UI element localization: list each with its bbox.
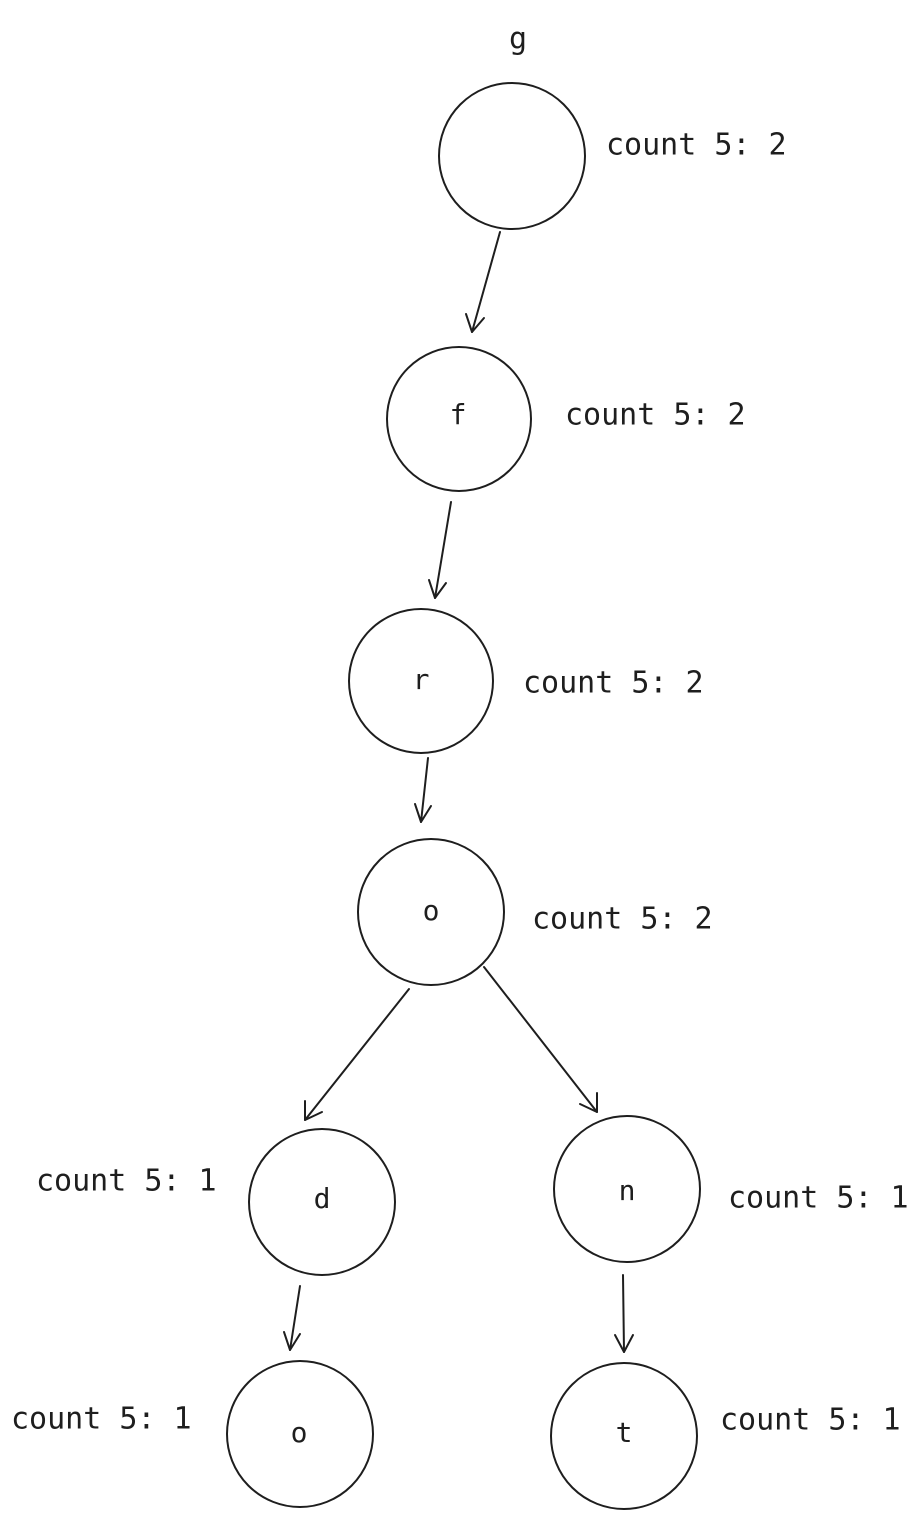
node-t-count: count 5: 1 — [720, 1403, 901, 1438]
node-d-count: count 5: 1 — [36, 1164, 217, 1199]
node-f-label: f — [450, 398, 467, 431]
node-t-circle — [550, 1362, 698, 1510]
edge-root-f — [465, 231, 501, 333]
node-o-middle-label: o — [423, 894, 440, 927]
node-root-circle — [438, 82, 586, 230]
edge-o-d — [304, 988, 410, 1121]
edges-group — [283, 231, 634, 1353]
node-n-circle — [553, 1115, 701, 1263]
node-r-count: count 5: 2 — [523, 666, 704, 701]
node-n-count: count 5: 1 — [728, 1181, 909, 1216]
node-root: count 5: 2 — [438, 82, 787, 230]
edge-o-n — [483, 966, 598, 1113]
node-r-label: r — [413, 663, 430, 696]
node-root-count: count 5: 2 — [606, 128, 787, 163]
node-d-circle — [248, 1128, 396, 1276]
node-t: t count 5: 1 — [550, 1362, 901, 1510]
node-o-bottom-label: o — [291, 1416, 308, 1449]
node-o-middle: o count 5: 2 — [357, 838, 713, 986]
node-o-bottom-count: count 5: 1 — [11, 1402, 192, 1437]
node-d: d count 5: 1 — [36, 1128, 396, 1276]
node-n-label: n — [619, 1174, 636, 1207]
node-r: r count 5: 2 — [348, 608, 704, 754]
node-f: f count 5: 2 — [386, 346, 746, 492]
node-o-middle-count: count 5: 2 — [532, 902, 713, 937]
node-d-label: d — [314, 1182, 331, 1215]
node-r-circle — [348, 608, 494, 754]
edge-n-t — [614, 1274, 634, 1353]
edge-r-o — [414, 757, 432, 823]
node-f-count: count 5: 2 — [565, 398, 746, 433]
node-o-bottom: o count 5: 1 — [11, 1360, 374, 1508]
edge-d-o — [283, 1285, 301, 1351]
node-o-middle-circle — [357, 838, 505, 986]
node-n: n count 5: 1 — [553, 1115, 909, 1263]
node-o-bottom-circle — [226, 1360, 374, 1508]
edge-f-r — [428, 501, 452, 599]
tree-title-label: g — [509, 22, 527, 57]
node-f-circle — [386, 346, 532, 492]
node-t-label: t — [616, 1416, 633, 1449]
